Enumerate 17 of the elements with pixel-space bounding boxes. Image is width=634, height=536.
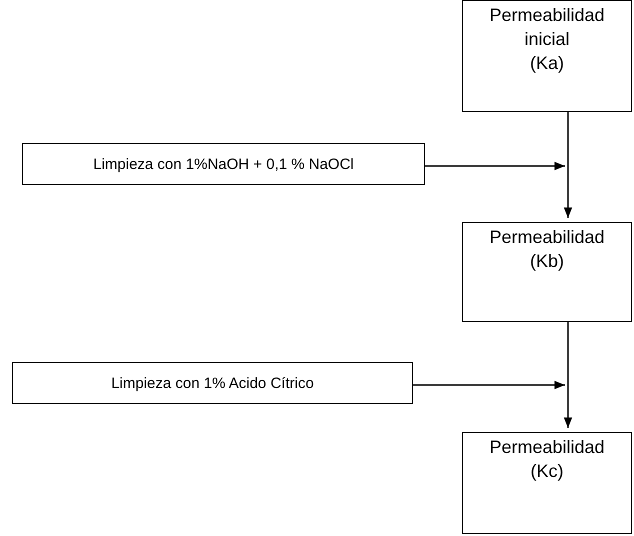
box-label: Permeabilidad xyxy=(488,226,606,249)
process-box xyxy=(462,0,632,112)
step-box xyxy=(22,143,425,185)
box-label: Limpieza con 1%NaOH + 0,1 % NaOCl xyxy=(92,156,355,172)
box-label: Permeabilidad inicial xyxy=(488,4,606,51)
arrow xyxy=(425,162,565,170)
box-label: (Kb) xyxy=(528,250,565,273)
box-label: Limpieza con 1% Acido Cítrico xyxy=(110,374,315,392)
process-box xyxy=(462,222,632,322)
arrow xyxy=(564,112,572,218)
process-box xyxy=(462,432,632,534)
box-label: (Ka) xyxy=(528,52,565,75)
box-label: (Kc) xyxy=(530,460,564,483)
step-box xyxy=(12,362,413,404)
box-label: Permeabilidad xyxy=(488,436,606,459)
arrow xyxy=(413,380,565,390)
arrow xyxy=(564,322,572,428)
